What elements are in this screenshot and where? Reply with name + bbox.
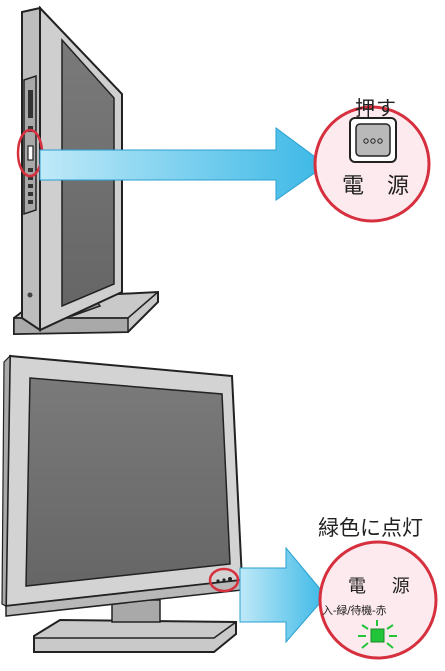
callout-indicator — [318, 540, 438, 660]
callout-power-button — [313, 105, 431, 223]
legend-on: 入-緑 — [322, 604, 348, 617]
arrow-to-power-button — [39, 127, 327, 201]
press-caption: 押す — [355, 96, 397, 120]
tv-side-view — [13, 5, 159, 336]
indicator-label: 電 源 — [348, 576, 420, 597]
legend-standby: 待機-赤 — [350, 604, 387, 617]
tv-front-view — [1, 354, 244, 653]
arrow-to-indicator — [239, 546, 327, 644]
indicator-highlight — [208, 567, 240, 593]
indicator-legend: 入-緑/待機-赤 — [322, 602, 387, 618]
lights-green-caption: 緑色に点灯 — [318, 516, 423, 540]
legend-separator: / — [347, 604, 351, 617]
power-button-label: 電 源 — [342, 174, 417, 199]
green-led-icon — [358, 620, 397, 649]
